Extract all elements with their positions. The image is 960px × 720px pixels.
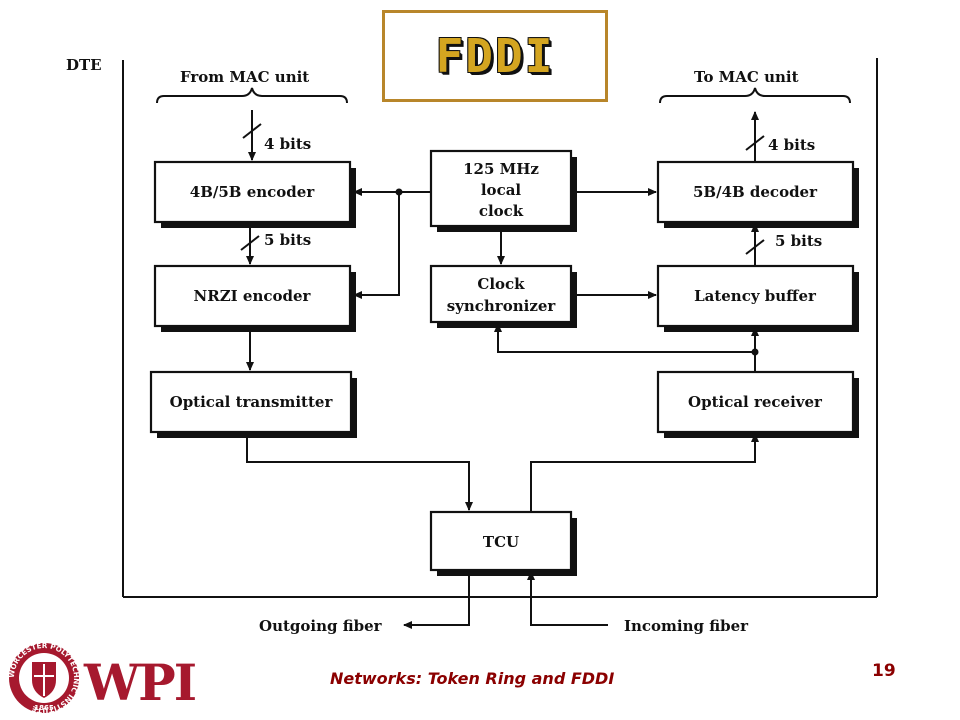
label-4-bits-in: 4 bits (264, 135, 311, 153)
block-5b4b-decoder: 5B/4B decoder (656, 160, 859, 228)
block-optical-receiver: Optical receiver (656, 370, 859, 438)
rx-path-wires (494, 111, 765, 512)
page-number: 19 (872, 661, 896, 681)
svg-text:125 MHz: 125 MHz (463, 160, 539, 178)
dte-enclosure (122, 58, 878, 598)
footer-title: Networks: Token Ring and FDDI (330, 669, 615, 688)
svg-text:Latency buffer: Latency buffer (694, 287, 817, 305)
wpi-seal-icon: WORCESTER POLYTECHNIC INSTITUTE 1865 (7, 641, 81, 715)
svg-text:Optical transmitter: Optical transmitter (170, 393, 334, 411)
svg-text:synchronizer: synchronizer (447, 297, 557, 315)
block-optical-transmitter: Optical transmitter (149, 370, 357, 438)
block-4b5b-encoder: 4B/5B encoder (153, 160, 356, 228)
incoming-fiber-label: Incoming fiber (624, 617, 749, 635)
label-4-bits-out: 4 bits (768, 136, 815, 154)
slide-title-box: FDDI (382, 10, 608, 102)
svg-text:TCU: TCU (483, 533, 519, 551)
outgoing-fiber-label: Outgoing fiber (259, 617, 383, 635)
svg-text:1865: 1865 (34, 704, 54, 712)
from-mac-brace (156, 87, 348, 104)
block-latency-buffer: Latency buffer (656, 264, 859, 332)
block-125mhz-clock: 125 MHz local clock (429, 149, 577, 232)
dte-label: DTE (66, 56, 102, 74)
svg-text:NRZI encoder: NRZI encoder (194, 287, 312, 305)
block-tcu: TCU (429, 510, 577, 576)
svg-text:5B/4B decoder: 5B/4B decoder (693, 183, 818, 201)
label-5-bits-in: 5 bits (264, 231, 311, 249)
svg-text:clock: clock (479, 202, 524, 220)
svg-text:Optical receiver: Optical receiver (688, 393, 823, 411)
fiber-wires (403, 570, 608, 629)
slide-title: FDDI (435, 29, 555, 83)
from-mac-label: From MAC unit (180, 68, 309, 86)
wpi-logo: WORCESTER POLYTECHNIC INSTITUTE 1865 WPI (7, 641, 196, 715)
block-clock-synchronizer: Clock synchronizer (429, 264, 577, 328)
to-mac-label: To MAC unit (694, 68, 799, 86)
svg-text:4B/5B encoder: 4B/5B encoder (190, 183, 316, 201)
svg-text:Clock: Clock (477, 275, 525, 293)
svg-text:local: local (481, 181, 522, 199)
tx-path-wires (240, 110, 473, 511)
to-mac-brace (659, 87, 851, 104)
label-5-bits-out: 5 bits (775, 232, 822, 250)
clock-wires (353, 188, 657, 299)
block-nrzi-encoder: NRZI encoder (153, 264, 356, 332)
wpi-wordmark: WPI (83, 653, 196, 712)
